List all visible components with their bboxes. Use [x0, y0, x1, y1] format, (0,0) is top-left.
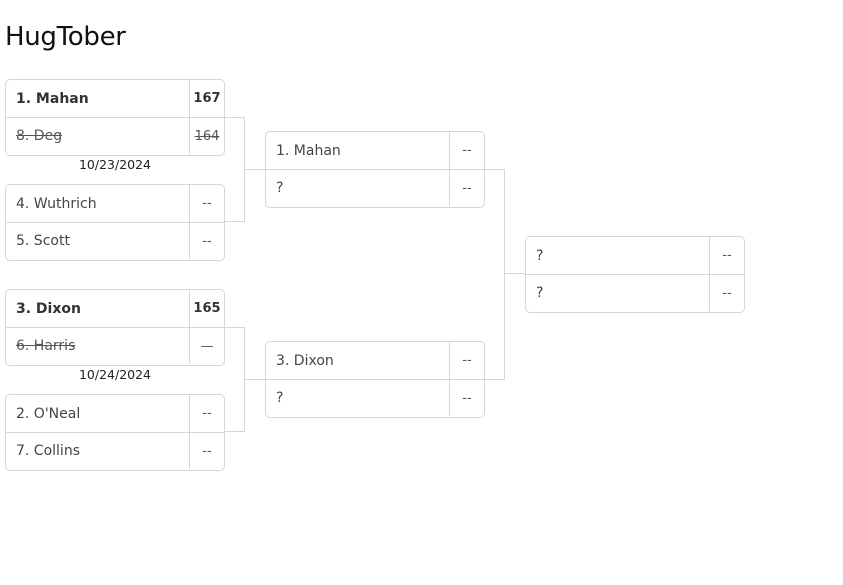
team-score: 165	[189, 290, 224, 327]
team-row[interactable]: ? --	[266, 169, 484, 206]
match-date: 10/23/2024	[78, 157, 152, 172]
team-name: 4. Wuthrich	[16, 195, 97, 212]
team-row[interactable]: 7. Collins --	[6, 432, 224, 469]
team-score: 167	[189, 80, 224, 117]
match-r2-m2[interactable]: 3. Dixon -- ? --	[265, 341, 485, 418]
team-row[interactable]: 8. Deg 164	[6, 117, 224, 154]
bracket-connector	[244, 379, 265, 380]
team-name: 7. Collins	[16, 443, 80, 459]
match-r2-m1[interactable]: 1. Mahan -- ? --	[265, 131, 485, 208]
team-score: --	[449, 132, 484, 169]
match-final[interactable]: ? -- ? --	[525, 236, 745, 313]
match-r1-m3[interactable]: 3. Dixon 165 6. Harris —	[5, 289, 225, 366]
team-score: --	[189, 433, 224, 469]
team-name: 1. Mahan	[276, 142, 341, 159]
team-score: --	[189, 185, 224, 222]
team-name: ?	[276, 390, 284, 406]
team-score: --	[449, 170, 484, 206]
team-score: --	[449, 342, 484, 379]
bracket-connector	[504, 273, 525, 274]
match-r1-m2[interactable]: 4. Wuthrich -- 5. Scott --	[5, 184, 225, 261]
team-score: --	[709, 237, 744, 274]
team-row[interactable]: ? --	[526, 274, 744, 311]
team-row[interactable]: 3. Dixon 165	[6, 290, 224, 327]
bracket-connector	[225, 117, 245, 222]
team-row[interactable]: 2. O'Neal --	[6, 395, 224, 432]
match-r1-m1[interactable]: 1. Mahan 167 8. Deg 164	[5, 79, 225, 156]
team-score: --	[189, 223, 224, 259]
team-name: 1. Mahan	[16, 90, 89, 107]
bracket-connector	[244, 169, 265, 170]
team-row[interactable]: ? --	[266, 379, 484, 416]
team-row[interactable]: 4. Wuthrich --	[6, 185, 224, 222]
team-name: 6. Harris	[16, 338, 76, 354]
team-score: 164	[189, 118, 224, 154]
team-row[interactable]: 5. Scott --	[6, 222, 224, 259]
team-row[interactable]: 6. Harris —	[6, 327, 224, 364]
team-name: ?	[536, 247, 544, 264]
team-score: --	[189, 395, 224, 432]
team-name: 5. Scott	[16, 233, 70, 249]
team-row[interactable]: 1. Mahan --	[266, 132, 484, 169]
bracket-connector	[485, 169, 505, 380]
team-score: --	[449, 380, 484, 416]
team-score: —	[189, 328, 224, 364]
team-name: 3. Dixon	[16, 300, 81, 317]
team-row[interactable]: 1. Mahan 167	[6, 80, 224, 117]
team-name: ?	[276, 180, 284, 196]
team-name: 2. O'Neal	[16, 405, 81, 422]
team-name: 3. Dixon	[276, 352, 334, 369]
team-name: 8. Deg	[16, 128, 63, 144]
team-row[interactable]: ? --	[526, 237, 744, 274]
bracket-connector	[225, 327, 245, 432]
page-title: HugTober	[5, 22, 126, 52]
team-name: ?	[536, 285, 544, 301]
match-r1-m4[interactable]: 2. O'Neal -- 7. Collins --	[5, 394, 225, 471]
team-row[interactable]: 3. Dixon --	[266, 342, 484, 379]
team-score: --	[709, 275, 744, 311]
match-date: 10/24/2024	[78, 367, 152, 382]
